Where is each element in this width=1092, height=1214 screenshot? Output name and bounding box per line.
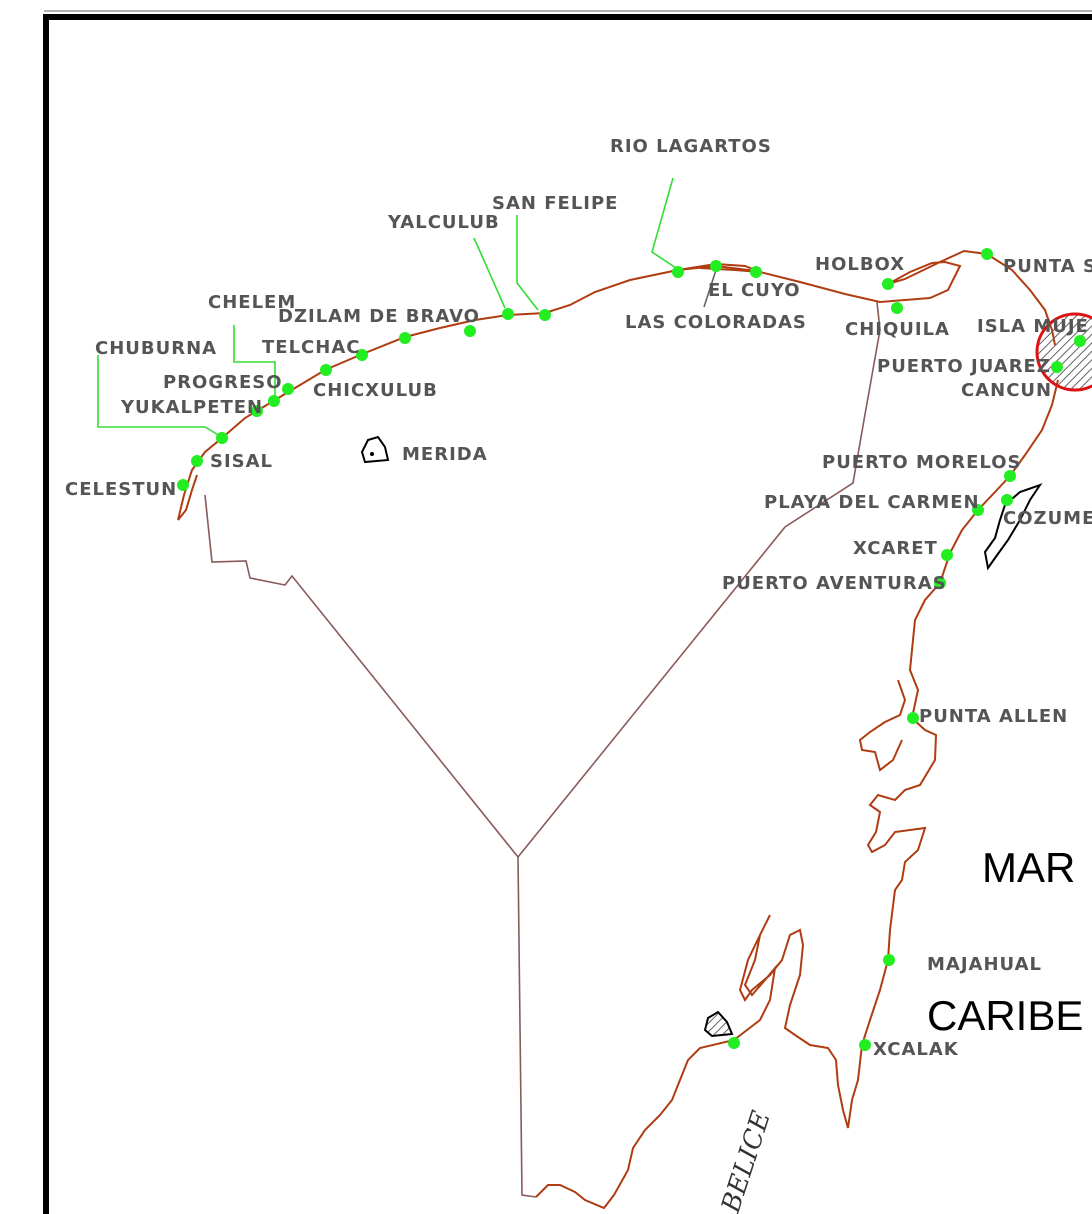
hatched-city-icon — [703, 1010, 734, 1038]
marker-san-felipe[interactable] — [539, 309, 551, 321]
label-cancun[interactable]: CANCUN — [961, 380, 1052, 401]
leader-rio-lagartos — [651, 177, 677, 269]
marker-rio-lagartos[interactable] — [750, 266, 762, 278]
marker-chetumal[interactable] — [728, 1037, 740, 1049]
marker-puerto-juarez[interactable] — [1051, 361, 1063, 373]
marker-yukalpeten[interactable] — [268, 395, 280, 407]
sea-label-caribe: CARIBE — [927, 992, 1083, 1039]
leader-el-cuyo — [703, 269, 717, 308]
label-holbox[interactable]: HOLBOX — [815, 254, 905, 275]
label-chelem[interactable]: CHELEM — [208, 292, 296, 313]
marker-celestun[interactable] — [177, 479, 189, 491]
label-telchac[interactable]: TELCHAC — [262, 337, 360, 358]
label-yalculub[interactable]: YALCULUB — [387, 212, 500, 233]
marker-las-coloradas[interactable] — [672, 266, 684, 278]
state-border-east — [517, 301, 881, 858]
marker-yalculub[interactable] — [502, 308, 514, 320]
marker-punta-allen[interactable] — [907, 712, 919, 724]
label-xcalak[interactable]: XCALAK — [873, 1039, 959, 1060]
state-border-west — [204, 494, 537, 1198]
country-label-belice: BELICE — [716, 1107, 777, 1214]
coastline-celestun-spit — [177, 474, 198, 521]
marker-el-cuyo[interactable] — [710, 260, 722, 272]
leader-chelem — [233, 325, 276, 398]
label-rio-lagartos[interactable]: RIO LAGARTOS — [610, 136, 772, 157]
marker-xcalak[interactable] — [859, 1039, 871, 1051]
label-majahual[interactable]: MAJAHUAL — [927, 954, 1042, 975]
coastline-lagoon — [858, 679, 907, 772]
label-dzilam-de-bravo[interactable]: DZILAM DE BRAVO — [278, 306, 480, 327]
marker-playa-del-carmen[interactable] — [972, 504, 984, 516]
marker-chuburna[interactable] — [251, 405, 263, 417]
marker-xcaret[interactable] — [941, 549, 953, 561]
label-las-coloradas[interactable]: LAS COLORADAS — [625, 312, 807, 333]
marker-punta-sam[interactable] — [981, 248, 993, 260]
label-playa-del-carmen[interactable]: PLAYA DEL CARMEN — [764, 492, 980, 513]
label-yukalpeten[interactable]: YUKALPETEN — [120, 397, 263, 418]
leader-san-felipe — [516, 215, 539, 311]
label-isla-mujeres[interactable]: ISLA MUJE — [977, 316, 1089, 337]
marker-sisal-2[interactable] — [191, 455, 203, 467]
label-punta-allen[interactable]: PUNTA ALLEN — [919, 706, 1068, 727]
label-puerto-aventuras[interactable]: PUERTO AVENTURAS — [722, 573, 947, 594]
label-cozumel[interactable]: COZUMEL — [1003, 508, 1092, 529]
label-progreso[interactable]: PROGRESO — [163, 372, 283, 393]
label-chiquila[interactable]: CHIQUILA — [845, 319, 950, 340]
label-celestun[interactable]: CELESTUN — [65, 479, 177, 500]
marker-sisal[interactable] — [216, 432, 228, 444]
coastline-north — [177, 249, 1056, 521]
marker-isla-mujeres[interactable] — [1074, 335, 1086, 347]
label-el-cuyo[interactable]: EL CUYO — [708, 280, 801, 301]
marker-telchac[interactable] — [399, 332, 411, 344]
marker-majahual[interactable] — [883, 954, 895, 966]
leader-chuburna — [97, 355, 221, 437]
label-punta-s[interactable]: PUNTA S — [1003, 256, 1092, 277]
label-puerto-juarez[interactable]: PUERTO JUAREZ — [877, 356, 1051, 377]
label-xcaret[interactable]: XCARET — [853, 538, 938, 559]
marker-chiquila[interactable] — [891, 302, 903, 314]
marker-puerto-morelos[interactable] — [1004, 470, 1016, 482]
marker-chelem[interactable] — [282, 383, 294, 395]
label-chicxulub[interactable]: CHICXULUB — [313, 380, 438, 401]
label-merida[interactable]: MERIDA — [402, 444, 488, 465]
place-labels: RIO LAGARTOS SAN FELIPE YALCULUB HOLBOX … — [65, 136, 1092, 1060]
marker-dzilam-de-bravo[interactable] — [464, 325, 476, 337]
marker-chicxulub[interactable] — [356, 349, 368, 361]
label-puerto-morelos[interactable]: PUERTO MORELOS — [822, 452, 1021, 473]
location-markers — [177, 248, 1086, 1051]
marker-cozumel[interactable] — [1001, 494, 1013, 506]
cancun-highlight-circle — [1035, 312, 1092, 392]
marker-progreso[interactable] — [320, 364, 332, 376]
label-sisal[interactable]: SISAL — [210, 451, 273, 472]
label-chuburna[interactable]: CHUBURNA — [95, 338, 217, 359]
city-icon — [360, 435, 390, 464]
map-frame — [43, 14, 1092, 1214]
sea-label-mar: MAR — [982, 844, 1075, 891]
coastline-east — [535, 379, 1059, 1210]
marker-holbox[interactable] — [882, 278, 894, 290]
label-san-felipe[interactable]: SAN FELIPE — [492, 193, 618, 214]
leader-yalculub — [473, 237, 506, 309]
marker-puerto-aventuras[interactable] — [934, 577, 946, 589]
